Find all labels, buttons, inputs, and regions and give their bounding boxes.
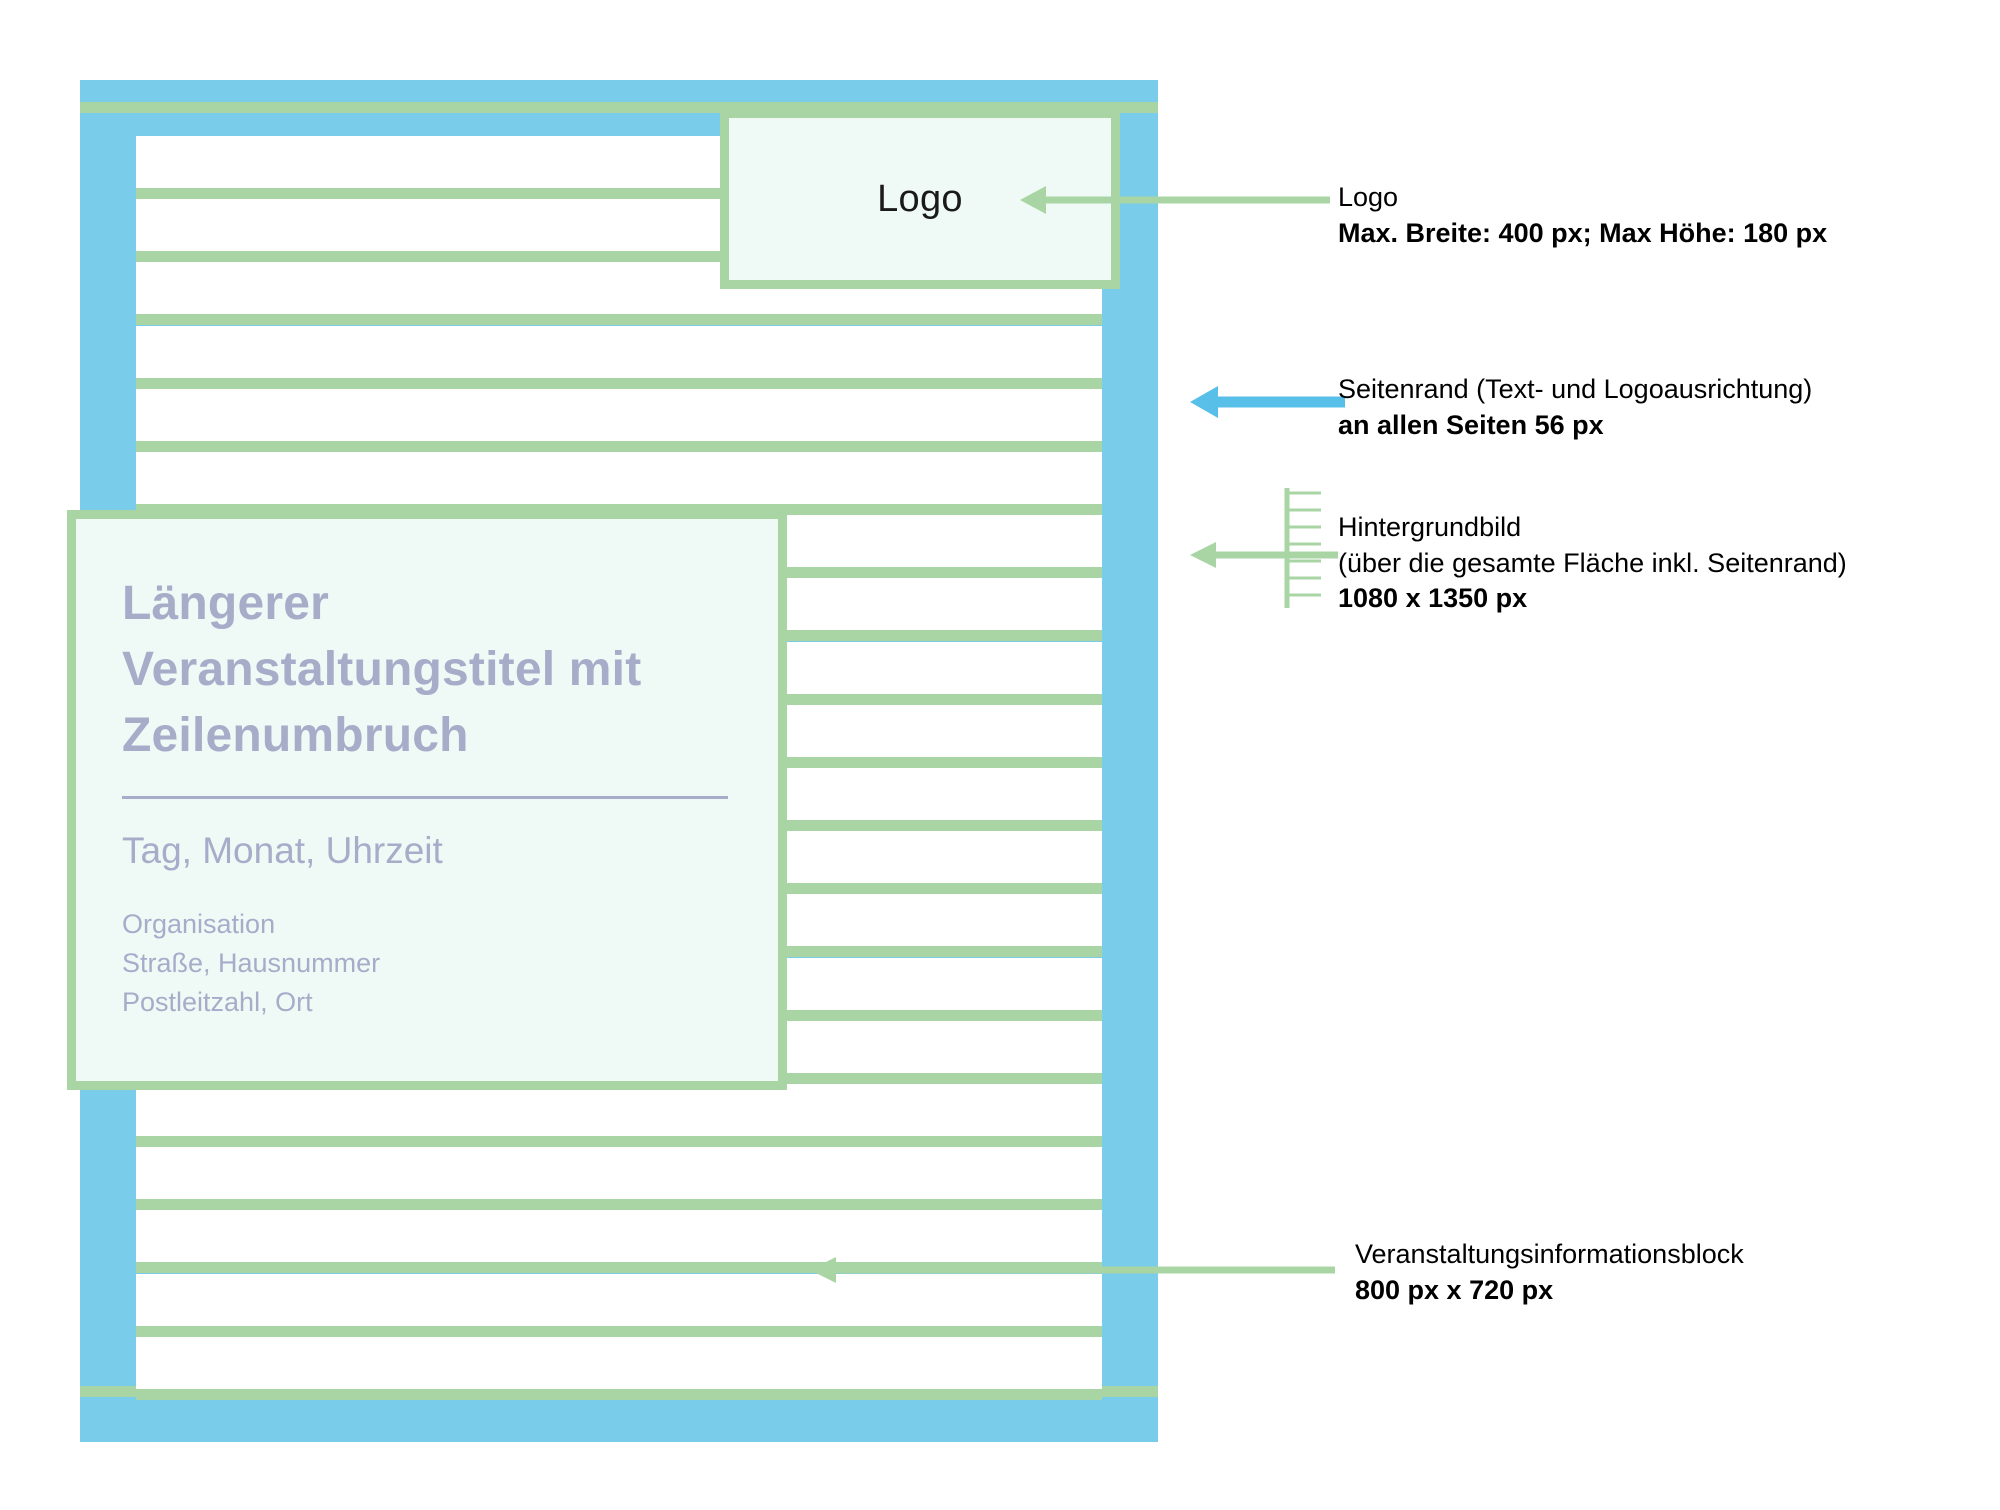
event-address: Organisation Straße, Hausnummer Postleit… [122, 905, 732, 1022]
event-title: Längerer Veranstaltungstitel mit Zeilenu… [122, 571, 732, 770]
grid-baseline-rule [136, 378, 1102, 389]
logo-annotation-arrow [1020, 186, 1330, 214]
annotation-event-info-block-line-1: Veranstaltungsinformationsblock [1355, 1239, 1744, 1269]
annotation-background-image-line-3: 1080 x 1350 px [1338, 583, 1528, 614]
event-organisation: Organisation [122, 909, 276, 940]
logo-placeholder-label: Logo [877, 177, 963, 220]
grid-row [136, 1337, 1102, 1389]
grid-baseline-rule [136, 251, 1102, 262]
annotation-event-info-block: Veranstaltungsinformationsblock 800 px x… [1355, 1237, 1744, 1308]
annotation-event-info-block-line-2: 800 px x 720 px [1355, 1274, 1554, 1305]
grid-baseline-rule [136, 1136, 1102, 1147]
grid-baseline-rule [136, 1262, 1102, 1273]
event-title-line-1: Längerer [122, 577, 330, 630]
grid-row [136, 1210, 1102, 1262]
annotation-page-margin-line-1: Seitenrand (Text- und Logoausrichtung) [1338, 374, 1813, 404]
grid-row [136, 1084, 1102, 1136]
event-title-line-3: Zeilenumbruch [122, 709, 469, 763]
grid-row [136, 1274, 1102, 1326]
page-margin-annotation-arrow [1190, 386, 1345, 418]
grid-baseline-rule [136, 188, 1102, 199]
event-date: Tag, Monat, Uhrzeit [122, 829, 443, 871]
background-image-annotation-arrow [1190, 542, 1338, 568]
event-street: Straße, Hausnummer [122, 948, 381, 979]
event-info-block[interactable]: Längerer Veranstaltungstitel mit Zeilenu… [67, 510, 787, 1090]
event-city: Postleitzahl, Ort [122, 987, 313, 1018]
event-title-line-2: Veranstaltungstitel mit [122, 643, 642, 697]
grid-baseline-rule [136, 504, 1102, 515]
annotation-background-image-line-2: (über die gesamte Fläche inkl. Seitenran… [1338, 547, 1847, 578]
poster-mockup: Logo Längerer Veranstaltungstitel mit Ze… [67, 80, 1158, 1442]
annotation-page-margin: Seitenrand (Text- und Logoausrichtung) a… [1338, 372, 1812, 443]
grid-baseline-rule [136, 441, 1102, 452]
grid-row [136, 389, 1102, 441]
title-divider [122, 795, 728, 799]
grid-baseline-rule [136, 1389, 1102, 1400]
grid-row [136, 452, 1102, 504]
grid-row [136, 326, 1102, 378]
annotation-background-image-line-1: Hintergrundbild [1338, 512, 1522, 542]
annotation-logo-line-1: Logo [1338, 182, 1399, 212]
bleed-rule-top [80, 102, 1158, 113]
grid-baseline-rule [136, 1199, 1102, 1210]
scale-ruler-icon [1284, 488, 1321, 608]
annotation-logo: Logo Max. Breite: 400 px; Max Höhe: 180 … [1338, 180, 1827, 251]
event-info-annotation-arrow [810, 1257, 1335, 1283]
grid-baseline-rule [136, 1326, 1102, 1337]
grid-baseline-rule [136, 314, 1102, 325]
grid-row [136, 1147, 1102, 1199]
annotation-background-image: Hintergrundbild (über die gesamte Fläche… [1338, 510, 1847, 617]
annotation-logo-line-2: Max. Breite: 400 px; Max Höhe: 180 px [1338, 217, 1828, 248]
annotation-page-margin-line-2: an allen Seiten 56 px [1338, 409, 1604, 440]
